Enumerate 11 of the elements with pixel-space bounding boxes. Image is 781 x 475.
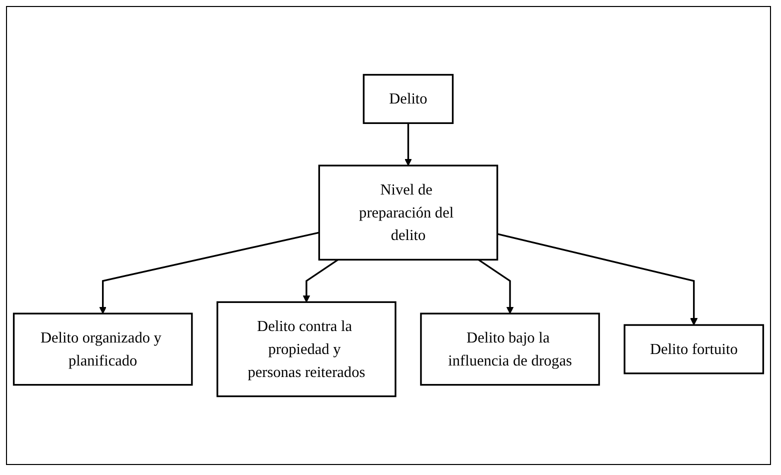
node-box: Delito bajo la influencia de drogas [420, 312, 600, 386]
node-box: Delito contra la propiedad y personas reiterados [216, 301, 396, 398]
arrow [497, 233, 698, 326]
node-box: Delito fortuito [624, 324, 764, 374]
arrow [302, 258, 339, 302]
arrow [99, 232, 320, 314]
arrow [404, 123, 412, 166]
node-box: Nivel de preparación del delito [318, 164, 498, 261]
node-box: Delito organizado y planificado [12, 312, 193, 386]
node-box: Delito [362, 74, 454, 124]
arrow [478, 258, 514, 314]
